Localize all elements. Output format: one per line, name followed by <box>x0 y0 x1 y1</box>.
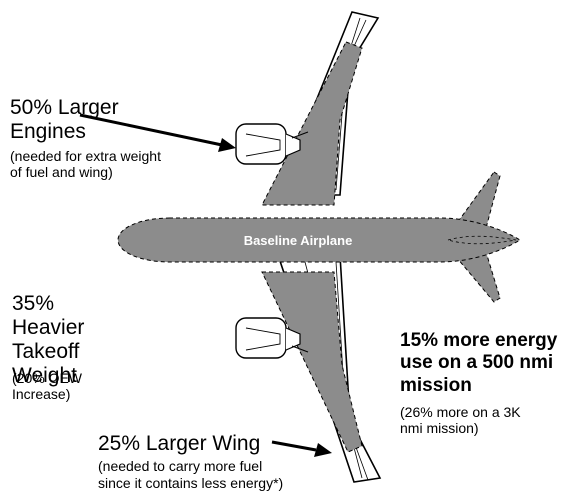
engines-title: 50% Larger Engines <box>10 96 119 144</box>
baseline-upper-wing <box>261 41 363 206</box>
engines-note-line-2: of fuel and wing) <box>10 164 113 181</box>
energy-note-line-1: (26% more on a 3K <box>400 404 521 420</box>
energy-note-line-2: nmi mission) <box>400 420 479 437</box>
energy-title-line-3: mission <box>400 374 472 396</box>
takeoff-note-line-1: (20% OEW <box>12 370 83 386</box>
engines-title-line-1: 50% Larger <box>10 96 119 119</box>
upper-engine <box>235 123 309 165</box>
baseline-lower-wing <box>261 271 363 453</box>
takeoff-title-line-1: 35% Heavier <box>12 292 85 340</box>
wing-arrow <box>271 440 332 457</box>
takeoff-title-line-3: Weight <box>12 364 77 388</box>
energy-title-line-1: 15% more energy <box>400 330 558 351</box>
takeoff-title-line-2: Takeoff <box>12 340 80 364</box>
wing-title: 25% Larger Wing <box>98 432 261 455</box>
wing-note: (needed to carry more fuel since it cont… <box>98 458 283 492</box>
takeoff-note-line-2: Increase) <box>12 386 71 403</box>
lower-engine <box>235 317 309 359</box>
wing-note-line-1: (needed to carry more fuel <box>98 458 263 474</box>
energy-title: 15% more energy use on a 500 nmi mission <box>400 330 570 397</box>
takeoff-note: (20% OEW Increase) <box>12 370 132 402</box>
engines-arrow <box>79 113 236 152</box>
energy-note: (26% more on a 3K nmi mission) <box>400 404 570 436</box>
tail-cone-detail <box>446 235 517 245</box>
engines-note: (needed for extra weight of fuel and win… <box>10 148 161 180</box>
engines-title-line-2: Engines <box>10 120 86 144</box>
fuselage-label: Baseline Airplane <box>244 233 353 248</box>
baseline-fuselage <box>117 217 521 263</box>
wing-note-line-2: since it contains less energy*) <box>98 474 284 491</box>
energy-title-line-2: use on a 500 nmi <box>400 352 554 374</box>
engines-note-line-1: (needed for extra weight <box>10 148 161 164</box>
takeoff-title: 35% Heavier Takeoff Weight <box>12 292 132 389</box>
